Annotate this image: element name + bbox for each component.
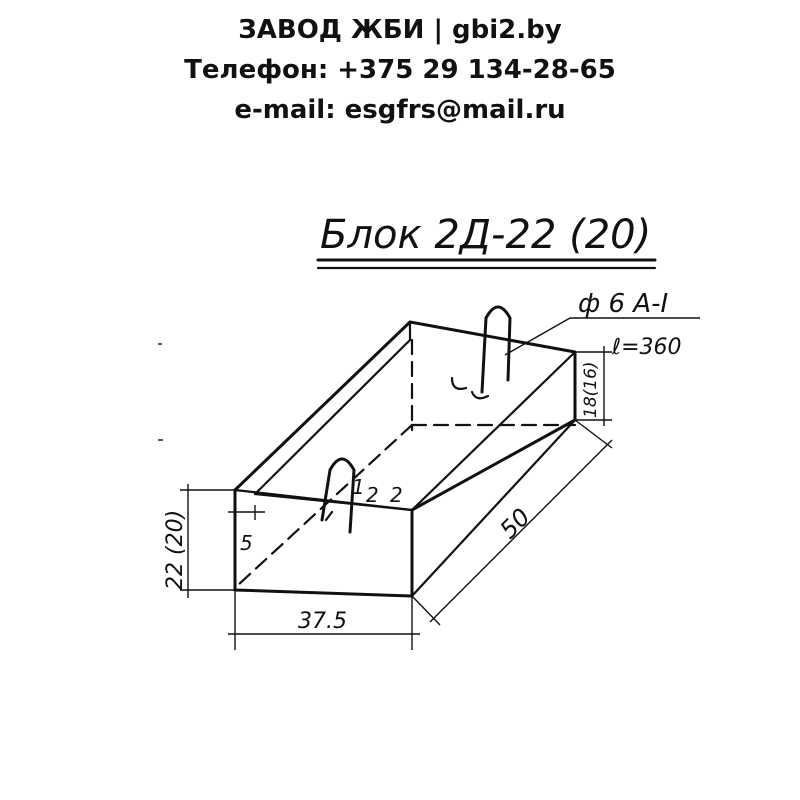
marker-2b: 2 [390, 483, 403, 507]
email-line: e-mail: esgfrs@mail.ru [234, 95, 566, 125]
dim-wall [228, 505, 265, 520]
dim-length-label: 50 [494, 503, 535, 544]
rebar-label: ф 6 А-I [578, 289, 668, 319]
dim-height [180, 484, 235, 598]
phone-line: Телефон: +375 29 134-28-65 [184, 55, 616, 85]
contact-header: ЗАВОД ЖБИ | gbi2.by Телефон: +375 29 134… [0, 10, 800, 130]
lifting-loop-front [320, 457, 356, 534]
dim-wall-label: 5 [240, 531, 253, 555]
drawing-title: Блок 2Д-22 (20) [320, 212, 651, 258]
dim-inner-height [575, 346, 612, 426]
leader-rebar [504, 317, 571, 356]
dim-width-label: 37.5 [298, 609, 347, 634]
dim-inner-height-label: 18(16) [581, 361, 601, 418]
marker-2a: 2 [366, 483, 379, 507]
lifting-loop-rear [450, 305, 512, 400]
rebar-length-label: ℓ=360 [611, 335, 682, 360]
company-title: ЗАВОД ЖБИ | gbi2.by [238, 15, 562, 45]
dim-width [228, 590, 420, 650]
dim-height-label: 22 (20) [163, 510, 188, 590]
hidden-edges [236, 338, 577, 587]
marker-1: 1 [352, 475, 365, 499]
dim-length [411, 419, 613, 626]
block-outline [233, 320, 577, 598]
